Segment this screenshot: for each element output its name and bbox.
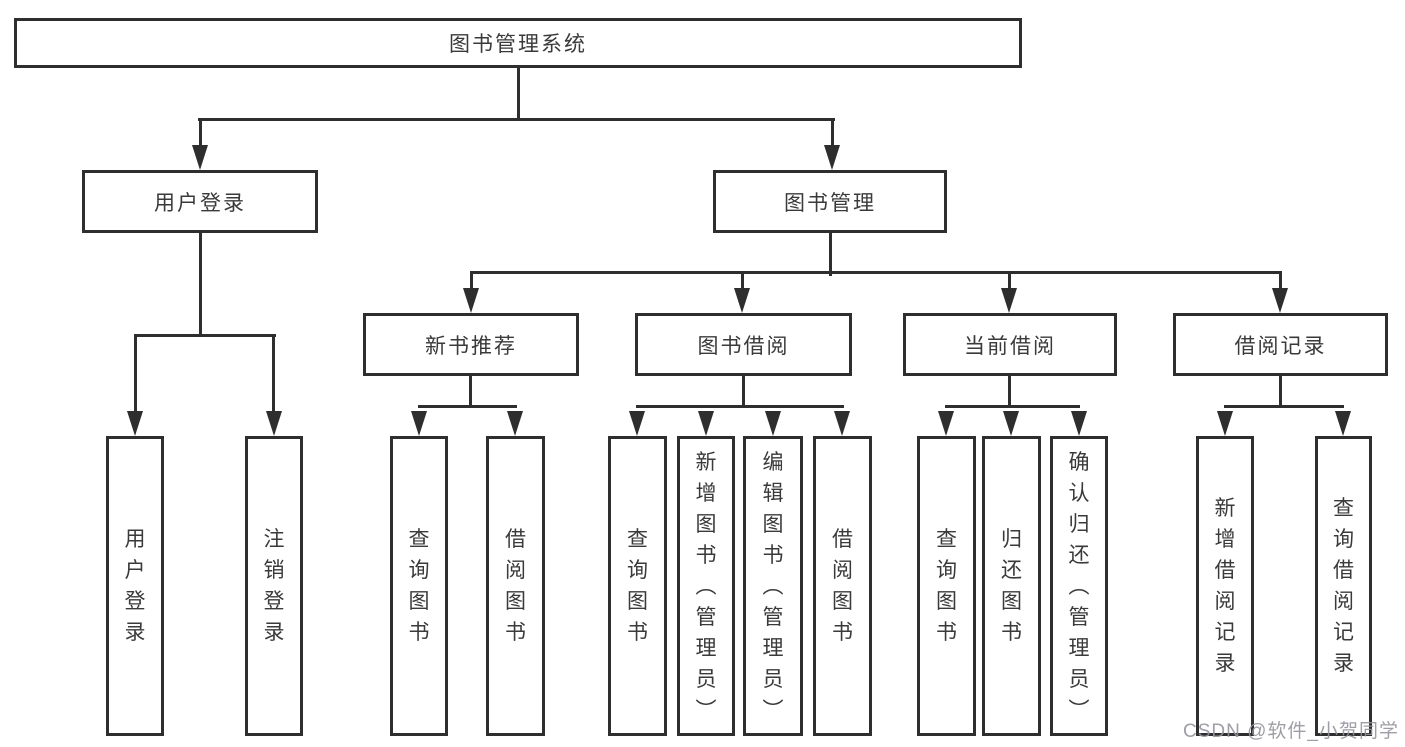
arrow-down-icon [192,145,208,170]
connector-stem-line [1008,376,1011,408]
connector-drop-line [134,337,137,411]
arrow-down-icon [1272,288,1288,313]
connector-bus-line [1224,405,1344,408]
connector-root-bus-line [198,118,835,121]
connector-stem-line [1279,376,1282,408]
leaf-confirm-return-admin: 确 认 归 还 ︵ 管 理 员 ︶ [1050,436,1108,736]
arrow-down-icon [1001,288,1017,313]
arrow-down-icon [507,411,523,436]
connector-drop-line [1279,274,1282,290]
connector-root-stem-line [517,68,520,121]
connector-bus-line [418,405,517,408]
arrow-down-icon [698,411,714,436]
leaf-user-login: 用 户 登 录 [106,436,164,736]
leaf-borrow-books: 借 阅 图 书 [813,436,872,736]
leaf-query-books: 查 询 图 书 [917,436,976,736]
connector-book-mgmt-stem-line [829,233,832,276]
csdn-watermark: CSDN @软件_小贺同学 [1183,721,1399,742]
arrow-down-icon [1071,411,1087,436]
connector-user-login-bus-line [134,334,276,337]
connector-drop-line [1008,274,1011,290]
connector-user-login-drop-line [199,121,202,149]
arrow-down-icon [1217,411,1233,436]
arrow-down-icon [411,411,427,436]
arrow-down-icon [824,145,840,170]
node-current-borrowing: 当前借阅 [903,313,1117,376]
node-book-management: 图书管理 [713,170,947,233]
leaf-add-book-admin: 新 增 图 书 ︵ 管 理 员 ︶ [677,436,735,736]
node-book-borrowing: 图书借阅 [635,313,852,376]
node-borrowing-records: 借阅记录 [1173,313,1388,376]
arrow-down-icon [463,288,479,313]
arrow-down-icon [734,288,750,313]
connector-book-mgmt-drop-line [831,121,834,149]
connector-drop-line [470,274,473,290]
node-library-system: 图书管理系统 [14,18,1022,68]
arrow-down-icon [834,411,850,436]
node-new-book-recommend: 新书推荐 [363,313,579,376]
arrow-down-icon [629,411,645,436]
leaf-return-books: 归 还 图 书 [982,436,1041,736]
leaf-logout-login: 注 销 登 录 [245,436,303,736]
connector-stem-line [469,376,472,408]
leaf-add-borrow-record: 新 增 借 阅 记 录 [1196,436,1254,736]
arrow-down-icon [938,411,954,436]
arrow-down-icon [266,411,282,436]
connector-drop-line [272,337,275,411]
connector-bus-line [636,405,844,408]
connector-book-mgmt-bus-line [470,271,1282,274]
arrow-down-icon [127,411,143,436]
leaf-borrow-books: 借 阅 图 书 [486,436,545,736]
connector-user-login-stem-line [199,233,202,337]
leaf-query-books: 查 询 图 书 [608,436,667,736]
arrow-down-icon [765,411,781,436]
connector-drop-line [741,274,744,290]
connector-bus-line [945,405,1080,408]
leaf-query-borrow-record: 查 询 借 阅 记 录 [1315,436,1372,736]
leaf-edit-book-admin: 编 辑 图 书 ︵ 管 理 员 ︶ [743,436,803,736]
arrow-down-icon [1335,411,1351,436]
arrow-down-icon [1003,411,1019,436]
leaf-query-books: 查 询 图 书 [390,436,448,736]
connector-stem-line [742,376,745,408]
node-user-login: 用户登录 [82,170,318,233]
